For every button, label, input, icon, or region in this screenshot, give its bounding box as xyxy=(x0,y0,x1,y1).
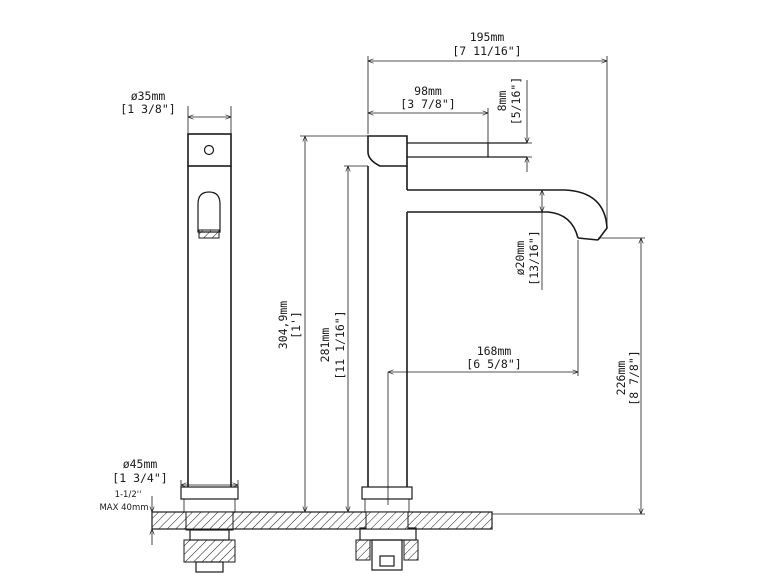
dim-195-mm: 195mm xyxy=(470,30,505,44)
front-view xyxy=(180,133,239,573)
dimension-labels: 195mm [7 11/16"] 98mm [3 7/8"] 8mm [5/16… xyxy=(99,30,641,513)
dim-98-inch: [3 7/8"] xyxy=(400,97,455,111)
front-lever-pin xyxy=(203,144,215,156)
dimension-lines xyxy=(152,56,645,545)
dim-226-mm: 226mm xyxy=(614,361,628,396)
front-shank xyxy=(195,561,224,573)
front-mount-nut xyxy=(183,539,236,563)
dim-8-inch: [5/16"] xyxy=(509,77,523,125)
dim-3049-mm: 304,9mm xyxy=(276,301,290,350)
dim-281-mm: 281mm xyxy=(318,328,332,363)
dim-281-inch: [11 1/16"] xyxy=(333,310,347,379)
side-shank xyxy=(371,539,403,571)
dim-8-mm: 8mm xyxy=(495,91,509,112)
dim-98-mm: 98mm xyxy=(414,84,442,98)
side-spout-top xyxy=(407,189,608,241)
dim-20-mm: ø20mm xyxy=(513,241,527,276)
side-spout-bottom xyxy=(407,211,579,239)
dim-168-inch: [6 5/8"] xyxy=(466,357,521,371)
deck-max-inch: 1-1/2'' xyxy=(115,490,142,500)
deck-max-mm: MAX 40mm xyxy=(99,503,148,513)
dim-45-inch: [1 3/4"] xyxy=(112,471,167,485)
front-top-cap xyxy=(187,133,232,167)
dim-195-inch: [7 11/16"] xyxy=(452,44,521,58)
side-base-flange xyxy=(361,486,413,500)
countertop xyxy=(151,511,493,530)
dim-20-inch: [13/16"] xyxy=(527,230,541,285)
front-washer xyxy=(189,529,230,541)
dim-45-mm: ø45mm xyxy=(123,457,158,471)
dim-168-mm: 168mm xyxy=(477,344,512,358)
front-base-flange xyxy=(180,486,239,500)
dim-226-inch: [8 7/8"] xyxy=(627,350,641,405)
dim-35-mm: ø35mm xyxy=(131,89,166,103)
dim-35-inch: [1 3/8"] xyxy=(120,102,175,116)
front-spout-outlet xyxy=(197,191,221,233)
dim-3049-inch: [1'] xyxy=(289,311,303,339)
side-bracket xyxy=(359,527,417,541)
side-handle-cap xyxy=(367,135,408,167)
front-aerator xyxy=(198,229,220,239)
